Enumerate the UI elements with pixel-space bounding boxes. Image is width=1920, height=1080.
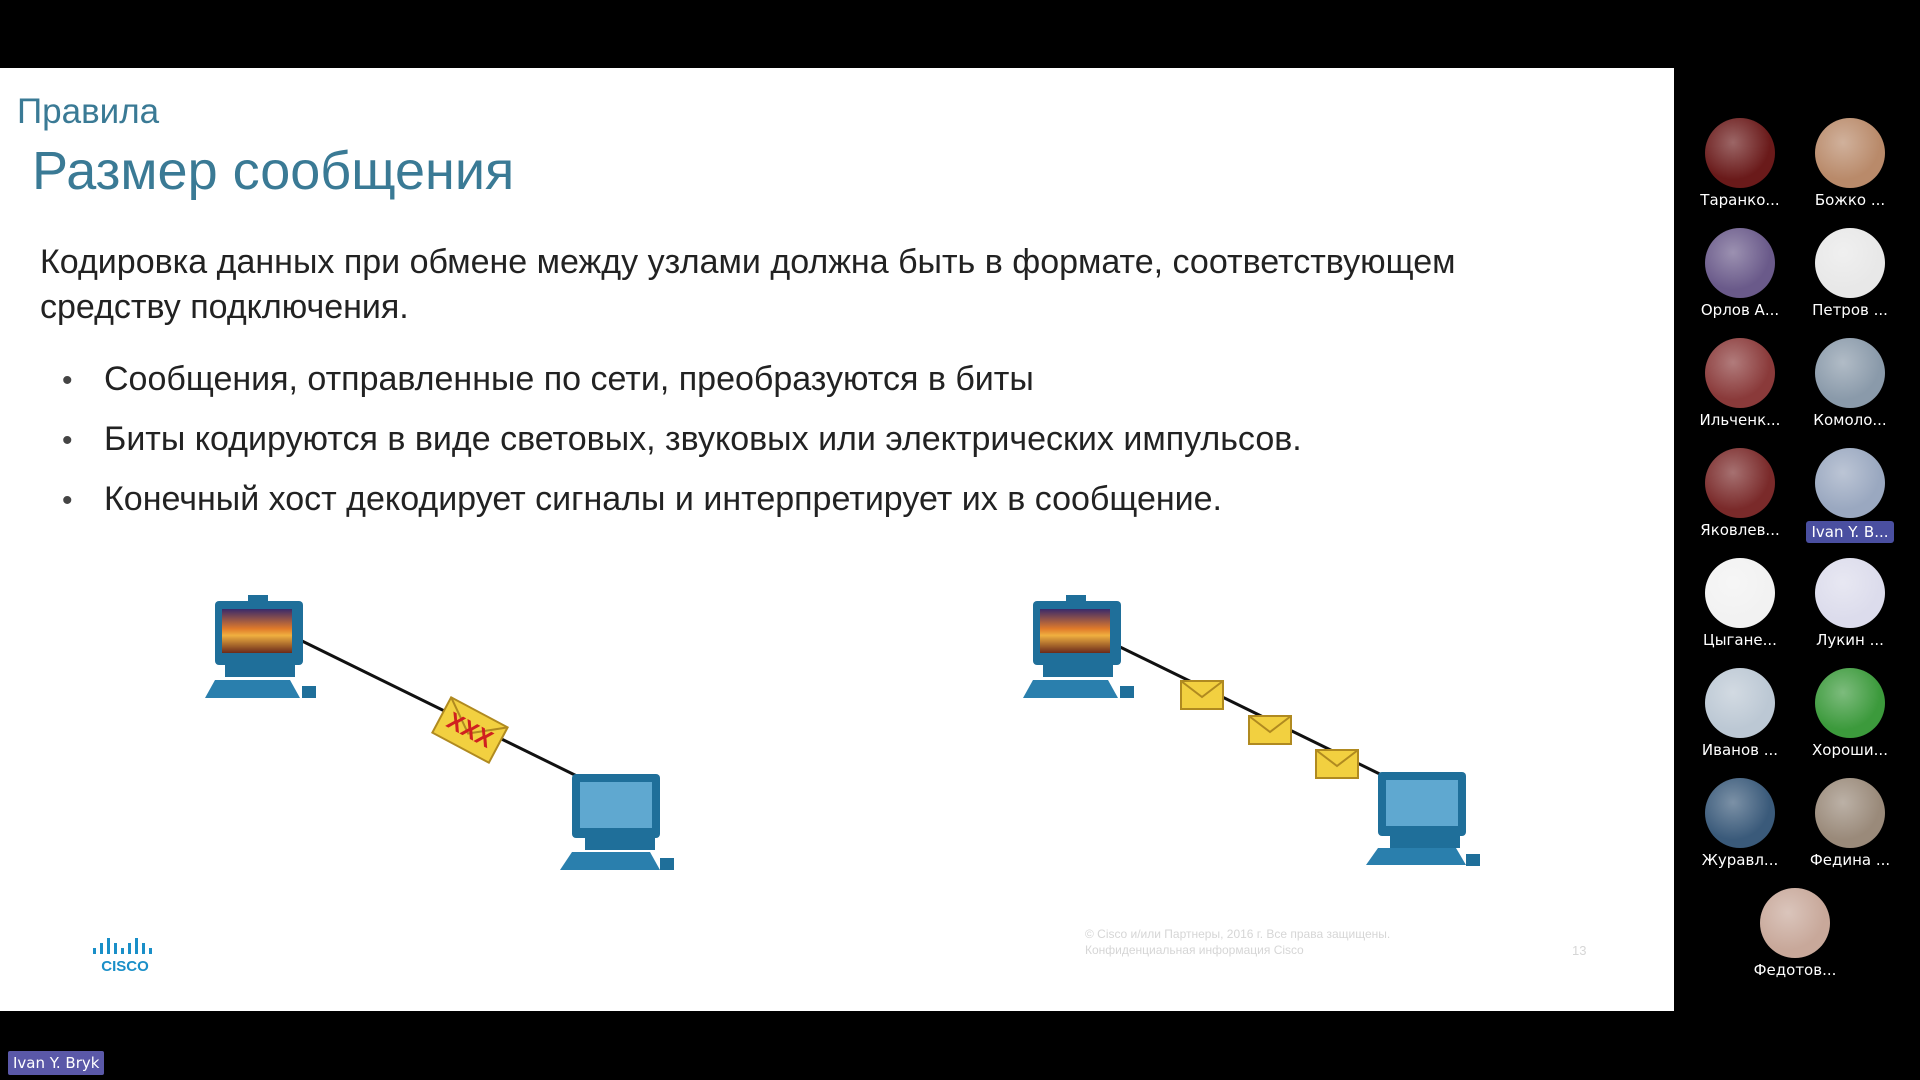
envelope-icon: [1248, 715, 1292, 745]
slide-section-heading: Правила: [17, 92, 160, 131]
participant-name: Комоло...: [1813, 411, 1887, 429]
cat-photo-avatar: [1815, 778, 1885, 848]
participant-name: Журавл...: [1701, 851, 1779, 869]
participant-tile[interactable]: Журавл...: [1690, 778, 1790, 874]
slide-title: Размер сообщения: [32, 141, 515, 201]
participant-name: Орлов А...: [1700, 301, 1780, 319]
source-computer-icon: [205, 595, 316, 698]
game-character-avatar: [1705, 778, 1775, 848]
bullet-item: •Сообщения, отправленные по сети, преобр…: [62, 360, 1034, 398]
participant-tile[interactable]: Яковлев...: [1690, 448, 1790, 544]
participant-name: Хороши...: [1812, 741, 1888, 759]
slide-footer-copyright: © Cisco и/или Партнеры, 2016 г. Все прав…: [1085, 927, 1391, 957]
participant-tile[interactable]: Цыгане...: [1690, 558, 1790, 654]
participant-name: Божко ...: [1814, 191, 1886, 209]
presentation-slide: Правила Размер сообщения Кодировка данны…: [0, 68, 1674, 1011]
participant-tile[interactable]: Петров ...: [1800, 228, 1900, 324]
participant-name: Ильченк...: [1699, 411, 1781, 429]
cat-photo-avatar: [1705, 338, 1775, 408]
participant-tile[interactable]: Божко ...: [1800, 118, 1900, 214]
intro-line-1: Кодировка данных при обмене между узлами…: [40, 243, 1456, 281]
participant-name: Иванов ...: [1701, 741, 1779, 759]
green-frog-avatar: [1815, 668, 1885, 738]
participant-name: Яковлев...: [1700, 521, 1780, 539]
intro-line-2: средству подключения.: [40, 288, 409, 326]
destination-computer-icon: [560, 774, 674, 870]
bullet-item: •Конечный хост декодирует сигналы и инте…: [62, 480, 1222, 518]
participant-tile[interactable]: Ivan Y. B...: [1800, 448, 1900, 544]
white-cat-avatar: [1705, 668, 1775, 738]
participant-tile[interactable]: Комоло...: [1800, 338, 1900, 434]
speaker-name-label: Ivan Y. Bryk: [8, 1051, 105, 1075]
dark-red-avatar: [1705, 118, 1775, 188]
woman-photo-avatar: [1815, 118, 1885, 188]
penguin-avatar: [1705, 558, 1775, 628]
participant-tile[interactable]: Хороши...: [1800, 668, 1900, 764]
participant-name: Федотов...: [1753, 961, 1837, 979]
svg-text:CISCO: CISCO: [101, 958, 149, 974]
envelope-icon: [1315, 749, 1359, 779]
participant-tile[interactable]: Федина ...: [1800, 778, 1900, 874]
envelope-icon: [1180, 680, 1224, 710]
participant-name: Лукин ...: [1816, 631, 1884, 649]
envelope-corrupted-icon: XXX: [431, 695, 509, 765]
participant-tile[interactable]: Таранко...: [1690, 118, 1790, 214]
network-diagram: XXX: [205, 595, 1480, 870]
cisco-logo: CISCO: [92, 934, 158, 975]
participant-name: Петров ...: [1812, 301, 1888, 319]
slide-page-number: 13: [1572, 943, 1587, 958]
man-suit-avatar: [1815, 448, 1885, 518]
bullet-item: •Биты кодируются в виде световых, звуков…: [62, 420, 1302, 458]
cartoon-mouse-avatar: [1705, 228, 1775, 298]
source-computer-icon: [1023, 595, 1134, 698]
participant-tile[interactable]: Орлов А...: [1690, 228, 1790, 324]
destination-computer-icon: [1366, 772, 1480, 866]
cartoon-cat-avatar: [1815, 558, 1885, 628]
participant-tile[interactable]: Иванов ...: [1690, 668, 1790, 764]
link-cable-left: [299, 638, 586, 782]
participant-tile[interactable]: Федотов...: [1745, 888, 1845, 984]
participant-name: Цыгане...: [1703, 631, 1777, 649]
participant-tile[interactable]: Ильченк...: [1690, 338, 1790, 434]
red-eye-avatar: [1705, 448, 1775, 518]
participant-name: Таранко...: [1700, 191, 1780, 209]
man-photo-avatar: [1760, 888, 1830, 958]
bullet-list: •Сообщения, отправленные по сети, преобр…: [62, 350, 1302, 530]
participant-name: Ivan Y. B...: [1806, 521, 1894, 543]
plane-photo-avatar: [1815, 338, 1885, 408]
participant-tile[interactable]: Лукин ...: [1800, 558, 1900, 654]
participant-name: Федина ...: [1809, 851, 1891, 869]
meme-face-avatar: [1815, 228, 1885, 298]
slide-intro-text: Кодировка данных при обмене между узлами…: [40, 240, 1640, 330]
